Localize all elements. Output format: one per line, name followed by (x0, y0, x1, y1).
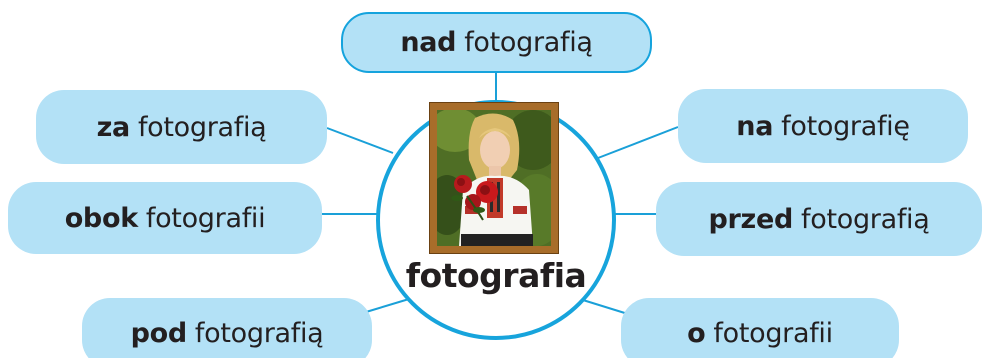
phrase-keyword: na (736, 110, 774, 142)
phrase-pill-right-2: przed fotografią (656, 182, 982, 256)
phrase-pill-left-1: za fotografią (36, 90, 327, 164)
phrase-keyword: przed (708, 203, 794, 235)
phrase-keyword: o (687, 317, 706, 349)
phrase-word: fotografią (137, 111, 267, 143)
phrase-word: fotografią (194, 317, 324, 349)
phrase-pill-right-1: na fotografię (678, 89, 968, 163)
phrase-pill-left-2: obok fotografii (8, 182, 322, 254)
connector-left-1 (326, 127, 394, 154)
girl-with-roses-photo-icon (437, 110, 551, 246)
phrase-keyword: obok (64, 202, 138, 234)
phrase-word: fotografią (464, 27, 593, 58)
phrase-pill-right-3: o fotografii (621, 298, 899, 358)
phrase-word: fotografię (781, 110, 910, 142)
phrase-keyword: nad (400, 27, 457, 58)
phrase-pill-left-3: pod fotografią (82, 298, 372, 358)
phrase-word: fotografii (145, 202, 266, 234)
phrase-word: fotografii (713, 317, 833, 349)
phrase-keyword: za (96, 111, 131, 143)
phrase-word: fotografią (801, 203, 930, 235)
connector-right-1 (597, 126, 679, 159)
phrase-pill-top: nad fotografią (341, 12, 652, 73)
center-word-label: fotografia (405, 256, 587, 295)
phrase-keyword: pod (130, 317, 188, 349)
framed-photo (429, 102, 559, 254)
